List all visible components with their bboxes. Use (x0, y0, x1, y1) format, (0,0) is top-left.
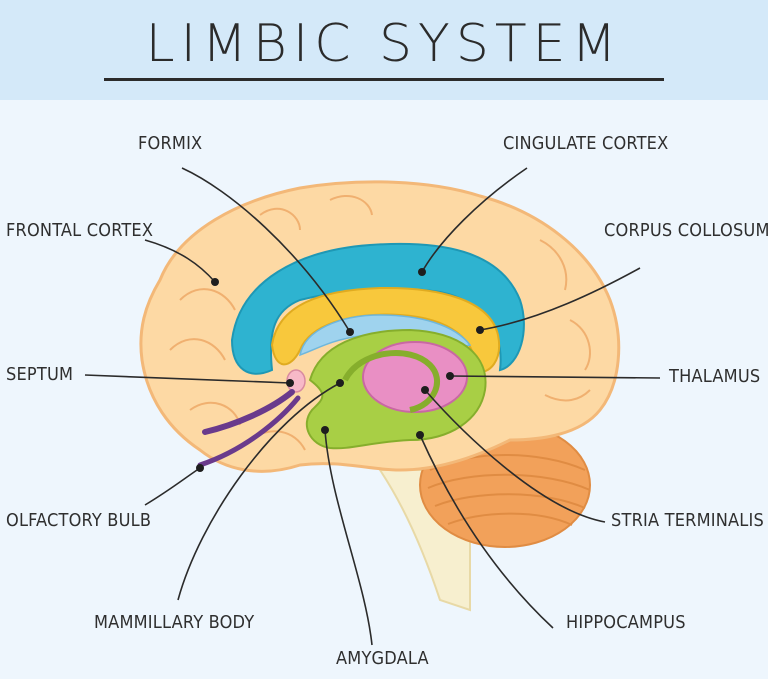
cingulate-cortex (230, 242, 525, 375)
label-mammillary-body: MAMMILLARY BODY (94, 612, 255, 633)
stria-terminalis-shape (342, 350, 441, 413)
title-band (0, 0, 768, 100)
label-corpus-callosum: CORPUS COLLOSUM (604, 220, 768, 241)
cingulate-leader (421, 167, 528, 273)
thalamus-leader (449, 375, 661, 379)
thalamus-dot (446, 372, 454, 380)
olfactory-tract (202, 389, 295, 435)
corpus-leader (479, 267, 641, 331)
mammillary-leader (177, 382, 341, 601)
amygdala-dot (321, 426, 329, 434)
thalamus-shape (362, 341, 468, 413)
cingulate-dot (418, 268, 426, 276)
frontal-dot (211, 278, 219, 286)
label-septum: SEPTUM (6, 364, 74, 385)
title-underline (104, 78, 664, 81)
fornix-dot (346, 328, 354, 336)
mammillary-dot (336, 379, 344, 387)
label-fornix: FORMIX (138, 133, 203, 154)
septum-dot (286, 379, 294, 387)
label-stria-terminalis: STRIA TERMINALIS (611, 510, 764, 531)
label-frontal-cortex: FRONTAL CORTEX (6, 220, 154, 241)
label-olfactory-bulb: OLFACTORY BULB (6, 510, 152, 531)
label-cingulate-cortex: CINGULATE CORTEX (503, 133, 669, 154)
olfactory-dot (196, 464, 204, 472)
hippocampus-dot (416, 431, 424, 439)
olfactory-bulb-shape (197, 395, 301, 468)
stria-dot (421, 386, 429, 394)
stria-leader (424, 389, 606, 523)
frontal-leader (144, 239, 216, 283)
leader-lines (84, 167, 661, 646)
fornix-leader (181, 167, 351, 333)
amygdala-leader (324, 429, 373, 646)
label-thalamus: THALAMUS (669, 366, 761, 387)
hippocampus-leader (419, 434, 554, 629)
leader-dots (196, 268, 484, 472)
label-amygdala: AMYGDALA (336, 648, 429, 669)
label-hippocampus: HIPPOCAMPUS (566, 612, 686, 633)
diagram-title: LIMBIC SYSTEM (145, 14, 623, 74)
olfactory-leader (144, 467, 201, 506)
septum-leader (84, 374, 291, 384)
corpus-dot (476, 326, 484, 334)
